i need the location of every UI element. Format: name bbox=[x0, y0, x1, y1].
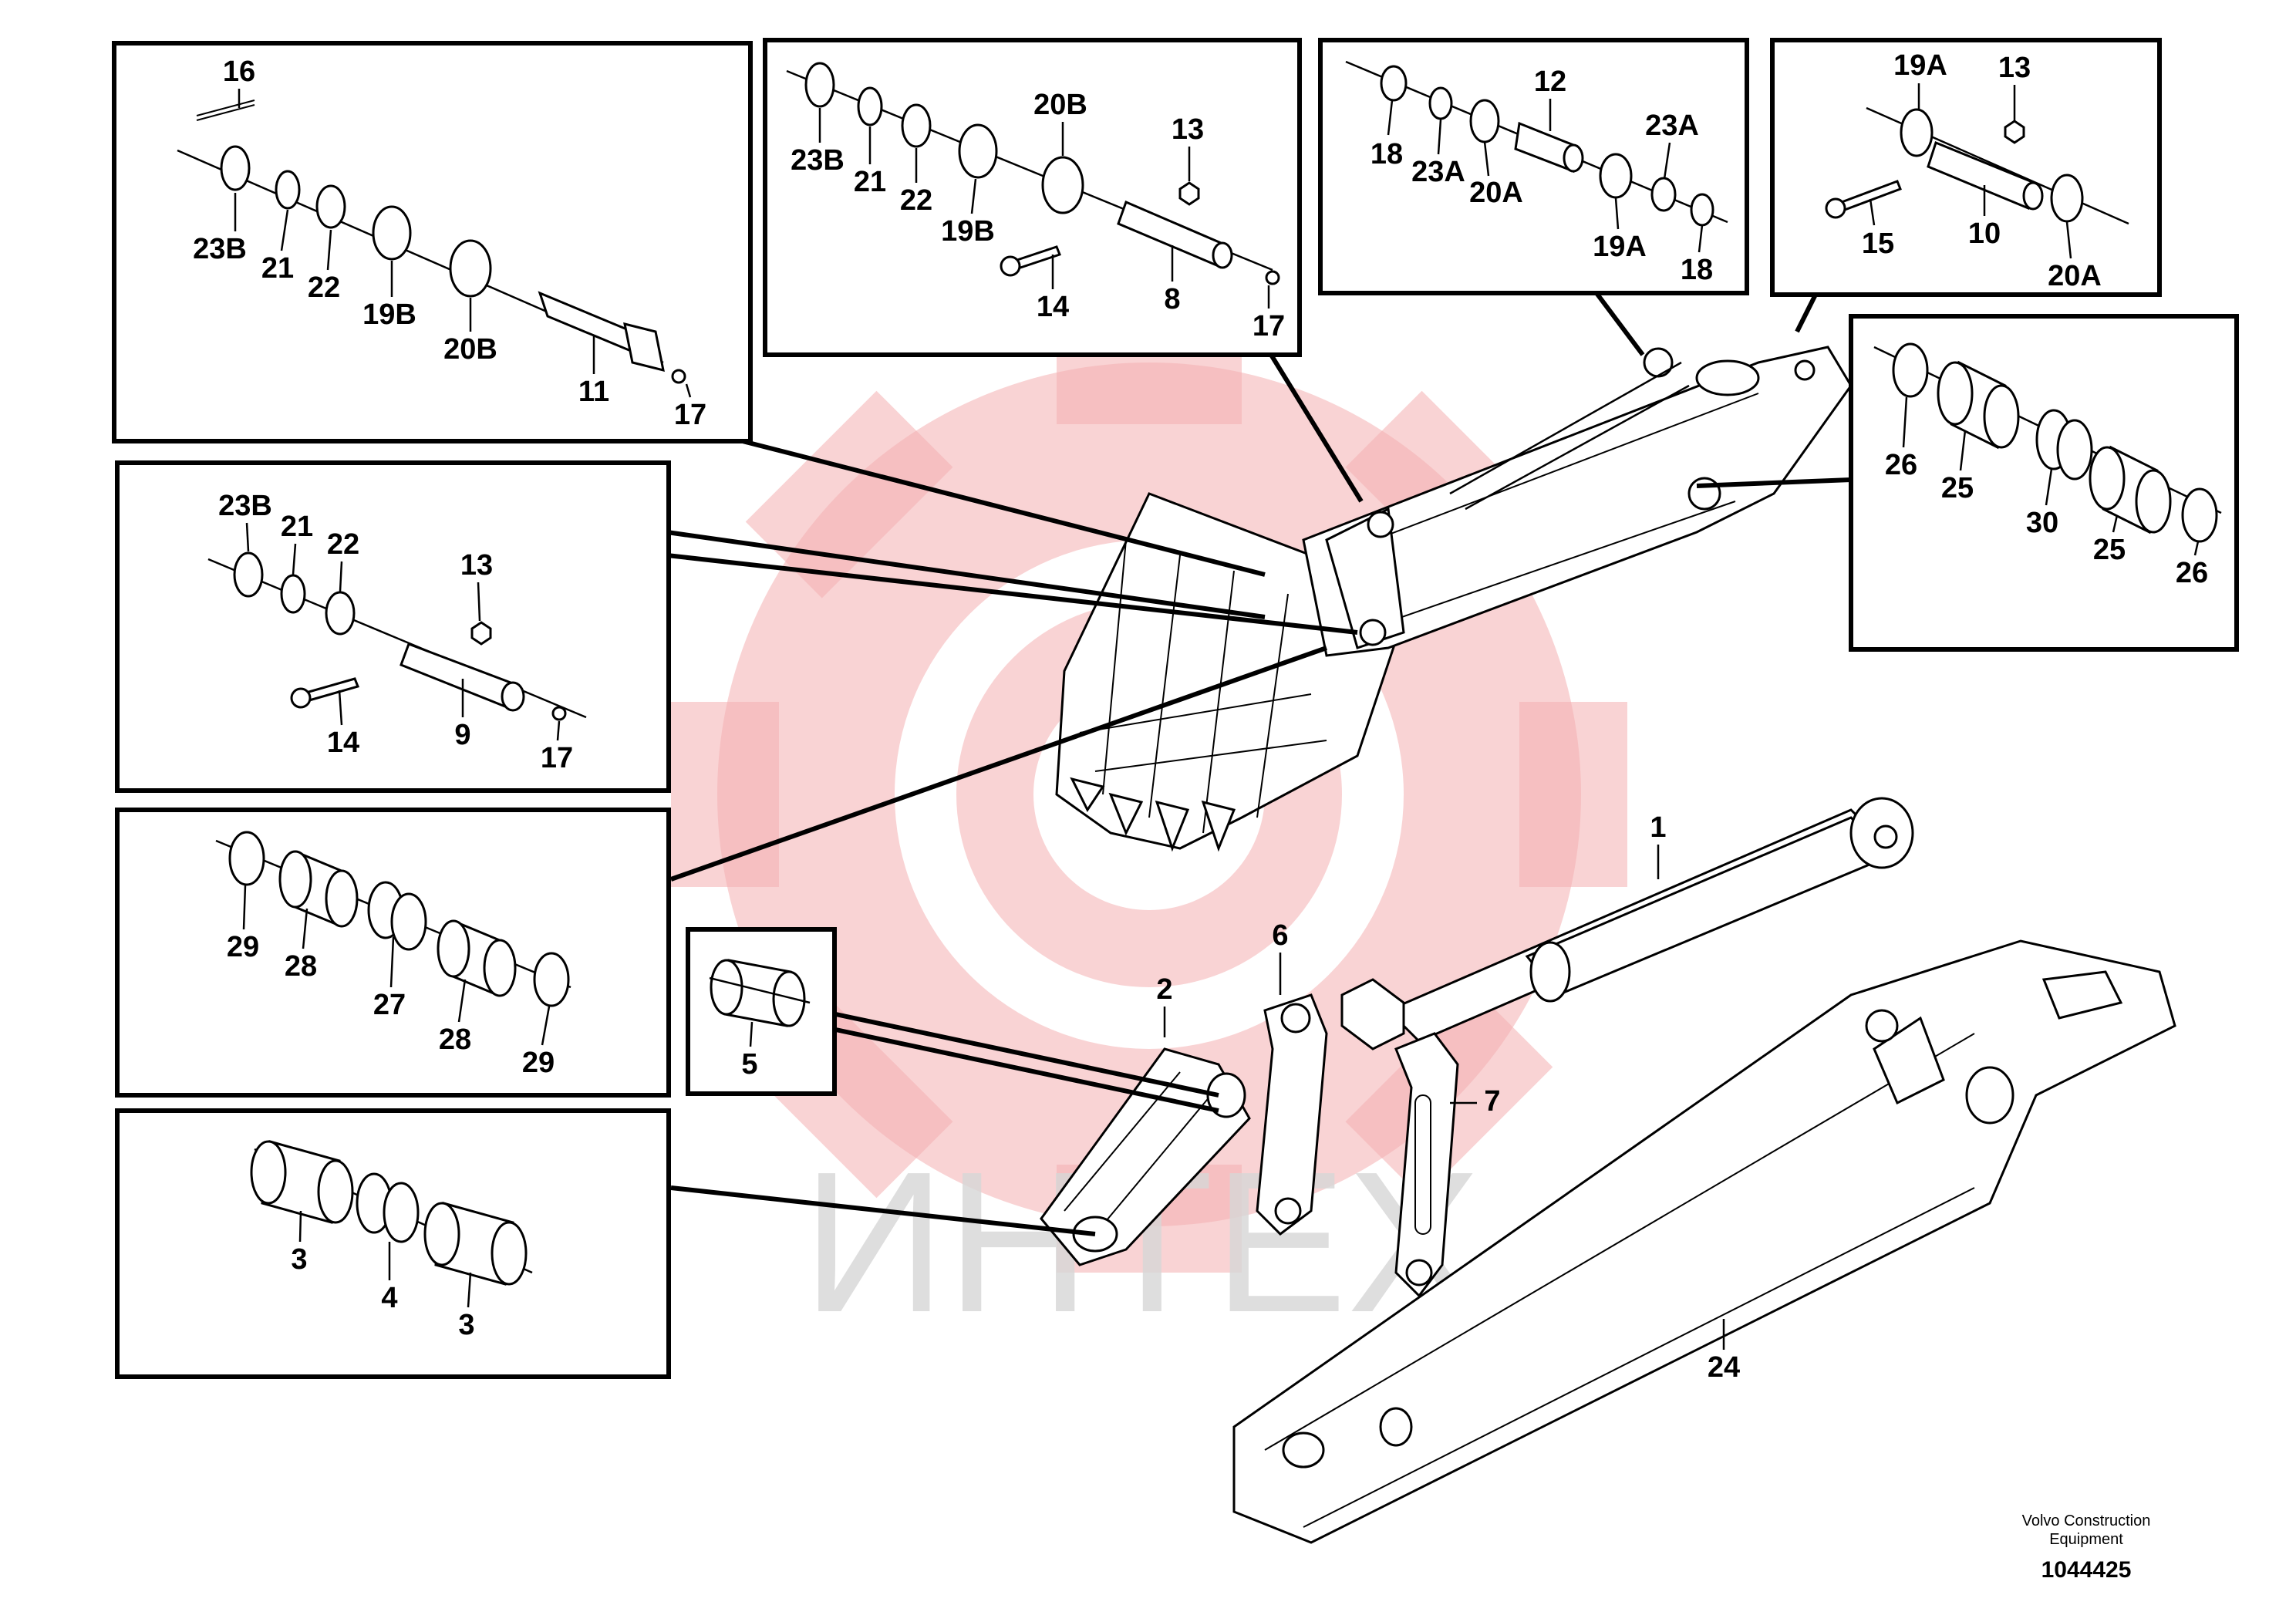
panel-6-bushings bbox=[1849, 314, 2239, 652]
p3-label-23a-b: 23A bbox=[1645, 110, 1699, 142]
p5-label-14: 14 bbox=[327, 727, 359, 759]
leader-lines bbox=[666, 292, 1852, 1236]
panel-1-pin-11 bbox=[112, 41, 753, 443]
label-arm-24: 24 bbox=[1708, 1351, 1740, 1384]
p4-label-15: 15 bbox=[1862, 228, 1894, 260]
p6-label-26-b: 26 bbox=[2176, 557, 2208, 589]
p4-label-13: 13 bbox=[1998, 52, 2031, 84]
panel-9-bushings bbox=[115, 1108, 671, 1379]
p6-label-30: 30 bbox=[2026, 507, 2058, 539]
p2-label-22: 22 bbox=[900, 184, 932, 217]
p2-label-23b: 23B bbox=[791, 144, 845, 177]
panel-5-pin-9 bbox=[115, 460, 671, 793]
p9-label-3-b: 3 bbox=[458, 1309, 474, 1341]
p3-label-18-a: 18 bbox=[1371, 138, 1403, 170]
p7-label-29-b: 29 bbox=[522, 1047, 555, 1079]
p2-label-17: 17 bbox=[1253, 310, 1285, 342]
p1-label-23b: 23B bbox=[193, 233, 247, 265]
link-7 bbox=[1394, 1032, 1459, 1298]
panel-3-pin-12 bbox=[1318, 38, 1749, 295]
p1-label-11: 11 bbox=[578, 376, 609, 408]
link-2 bbox=[1040, 1047, 1251, 1266]
p1-label-20b: 20B bbox=[443, 333, 497, 366]
panel-2-pin-8 bbox=[763, 38, 1302, 357]
p2-label-13: 13 bbox=[1172, 113, 1204, 146]
p1-label-21: 21 bbox=[261, 252, 294, 285]
p4-label-19a: 19A bbox=[1893, 49, 1947, 82]
hydraulic-cylinder bbox=[1340, 797, 1914, 1050]
p7-label-28-a: 28 bbox=[285, 950, 317, 983]
footer-brand-line1: Volvo Construction bbox=[2022, 1512, 2151, 1529]
p4-label-10: 10 bbox=[1968, 218, 2001, 250]
panel-8-bushing-5 bbox=[686, 927, 837, 1096]
p1-label-17: 17 bbox=[674, 399, 706, 431]
label-link-7: 7 bbox=[1484, 1085, 1500, 1118]
p2-label-14: 14 bbox=[1037, 291, 1069, 323]
p2-label-20b: 20B bbox=[1033, 89, 1087, 121]
p4-label-20a: 20A bbox=[2048, 260, 2102, 292]
p1-label-19b: 19B bbox=[362, 298, 416, 331]
footer-drawing-number: 1044425 bbox=[2041, 1557, 2132, 1583]
link-6 bbox=[1256, 993, 1328, 1236]
label-link-6: 6 bbox=[1272, 919, 1288, 952]
panel-4-pin-10 bbox=[1770, 38, 2162, 297]
p2-label-19b: 19B bbox=[941, 215, 995, 248]
arm-24 bbox=[1232, 939, 2176, 1544]
p6-label-25-a: 25 bbox=[1941, 472, 1974, 504]
p1-label-22: 22 bbox=[308, 271, 340, 304]
p5-label-13: 13 bbox=[460, 549, 493, 582]
label-link-2: 2 bbox=[1156, 973, 1172, 1006]
p3-label-18-b: 18 bbox=[1681, 254, 1713, 286]
arm-assembly-upper bbox=[1055, 346, 1853, 852]
p8-label-5: 5 bbox=[741, 1048, 757, 1081]
p3-label-19a: 19A bbox=[1593, 231, 1647, 263]
p5-label-17: 17 bbox=[541, 742, 573, 774]
p9-label-4: 4 bbox=[381, 1282, 397, 1314]
p5-label-22: 22 bbox=[327, 528, 359, 561]
p3-label-20a: 20A bbox=[1469, 177, 1523, 209]
p6-label-25-b: 25 bbox=[2093, 534, 2126, 566]
p7-label-29-a: 29 bbox=[227, 931, 259, 963]
p3-label-12: 12 bbox=[1534, 66, 1566, 98]
p9-label-3-a: 3 bbox=[291, 1243, 307, 1276]
p1-label-16: 16 bbox=[223, 56, 255, 88]
p5-label-23b: 23B bbox=[218, 490, 272, 522]
p2-label-21: 21 bbox=[854, 166, 886, 198]
p6-label-26-a: 26 bbox=[1885, 449, 1917, 481]
p5-label-21: 21 bbox=[281, 511, 313, 543]
p7-label-27: 27 bbox=[373, 989, 406, 1021]
p5-label-9: 9 bbox=[454, 719, 470, 751]
p7-label-28-b: 28 bbox=[439, 1023, 471, 1056]
p3-label-23a-a: 23A bbox=[1411, 156, 1465, 188]
footer-brand-line2: Equipment bbox=[2049, 1531, 2123, 1548]
label-cylinder-1: 1 bbox=[1650, 811, 1666, 844]
p2-label-8: 8 bbox=[1164, 283, 1180, 315]
